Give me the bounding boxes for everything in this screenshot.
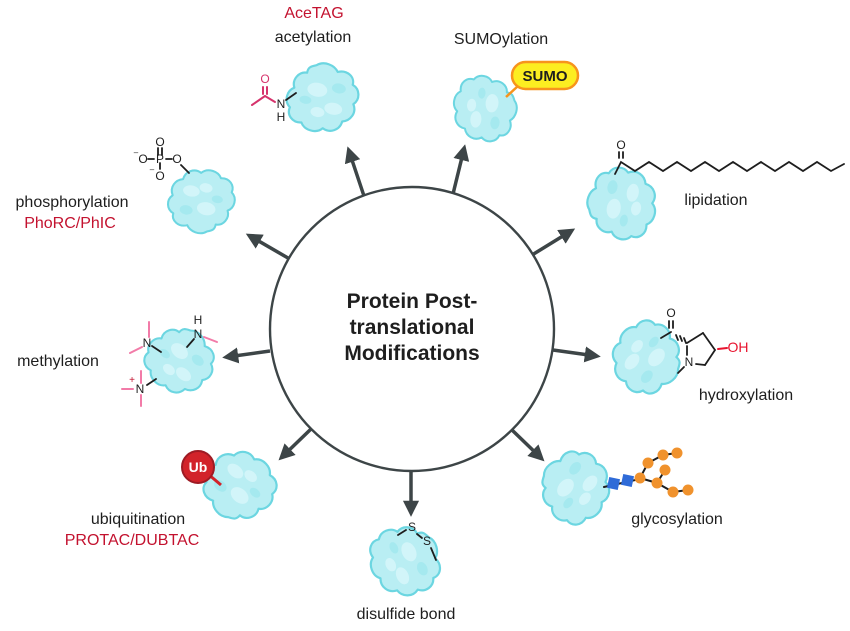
arrow-glycosylation [510, 428, 545, 462]
ub-badge-label: Ub [189, 459, 208, 475]
glycan-sugar [667, 486, 679, 498]
label-phosphorylation: phosphorylation [15, 194, 129, 212]
title-line-3: Modifications [344, 342, 480, 365]
lipid-oxygen-label: O [616, 138, 625, 152]
protein-blob-lipidation [580, 161, 663, 246]
sulfur-label-2: S [423, 534, 431, 548]
glycan-sugar [634, 472, 646, 484]
glycan-sugar [671, 447, 683, 459]
sulfur-label-1: S [408, 520, 416, 534]
label-lipidation: lipidation [684, 192, 748, 210]
label-ubiquitination: ubiquitination [90, 511, 186, 529]
phosphorus-label: P [156, 152, 164, 166]
label-glycosylation: glycosylation [631, 511, 723, 529]
arrow-hydroxylation [552, 346, 601, 363]
proline-nitrogen-label: N [685, 355, 694, 369]
arrow-phosphorylation [245, 233, 289, 260]
label-hydroxylation: hydroxylation [698, 387, 794, 405]
glycan-sugar [657, 449, 669, 461]
sumo-badge: SUMO [505, 60, 580, 98]
arrow-lipidation [531, 228, 576, 257]
methyl-hydrogen-top: H [194, 313, 203, 327]
disulfide-structure: S S [397, 520, 437, 561]
methyl-plus-sign: + [129, 375, 135, 386]
glycan-sugar [682, 484, 694, 496]
phosphate-bottom-oxygen: O [155, 169, 164, 183]
protein-blob-disulfide [358, 513, 453, 608]
label-disulfide-bond: disulfide bond [356, 606, 456, 624]
protein-blob-hydroxylation [597, 307, 697, 408]
glycan-square-1 [606, 476, 621, 491]
protein-blob-sumoylation [449, 72, 521, 145]
acetyl-nitrogen-label: N [277, 97, 286, 111]
phosphate-left-minus: – [134, 148, 139, 157]
title-line-1: Protein Post- [346, 290, 478, 313]
glycan-sugar [651, 477, 663, 489]
phosphate-top-oxygen: O [155, 135, 164, 149]
label-methylation: methylation [17, 353, 99, 371]
diagram-title: Protein Post- translational Modification… [302, 289, 522, 367]
proline-oxygen-label: O [666, 306, 675, 320]
protein-blob-methylation [132, 312, 228, 408]
label-protac-dubtac: PROTAC/DUBTAC [64, 532, 200, 550]
phosphate-left-oxygen: O [138, 152, 147, 166]
acetyl-structure: O N H [251, 72, 297, 124]
glycan-structure [603, 447, 694, 498]
glycan-sugar [642, 457, 654, 469]
arrow-ubiquitination [278, 427, 313, 461]
acetyl-hydrogen-label: H [277, 110, 286, 124]
lipid-structure: O [614, 138, 845, 175]
protein-blob-phosphorylation [162, 163, 241, 240]
hydroxyl-label: OH [728, 339, 749, 355]
glycan-square-2 [620, 473, 635, 488]
phosphate-right-oxygen: O [172, 152, 181, 166]
glycan-sugar [659, 464, 671, 476]
ub-badge: Ub [181, 450, 222, 487]
label-acetag: AceTAG [284, 5, 344, 23]
sumo-badge-label: SUMO [523, 68, 568, 85]
phosphate-bottom-minus: – [150, 165, 155, 174]
methyl-nitrogen-bottom: N [136, 382, 145, 396]
acetyl-oxygen-label: O [260, 72, 269, 86]
radial-arrows [222, 144, 601, 517]
label-acetylation: acetylation [274, 29, 352, 47]
arrow-acetylation [344, 146, 366, 197]
title-line-2: translational [349, 316, 475, 339]
arrow-sumoylation [451, 144, 470, 195]
hydroxyproline-structure: N O OH [660, 306, 749, 374]
protein-blob-acetylation [280, 56, 365, 139]
methyl-nitrogen-left: N [143, 336, 152, 350]
central-circle [268, 185, 556, 473]
phosphate-structure: O P O – O O – [134, 135, 190, 183]
label-sumoylation: SUMOylation [453, 31, 549, 49]
label-phorc-phic: PhoRC/PhIC [24, 215, 116, 233]
arrow-methylation [222, 347, 271, 364]
methyl-nitrogen-top: N [194, 327, 203, 341]
methylation-structure: N H N N + [121, 313, 218, 407]
